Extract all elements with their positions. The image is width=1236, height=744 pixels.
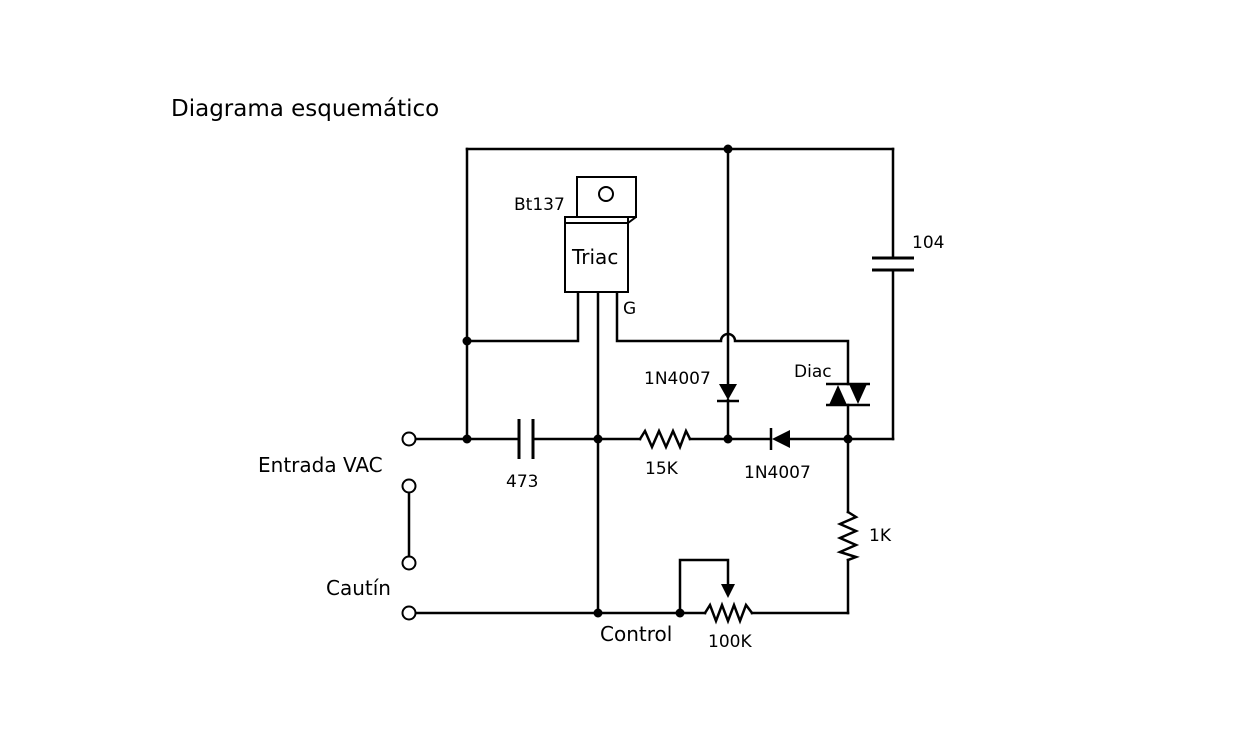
diac [826, 382, 870, 407]
junction-dots [462, 144, 853, 618]
potentiometer-100k-label: 100K [708, 632, 752, 652]
capacitor-104 [872, 256, 914, 272]
page-title: Diagrama esquemático [171, 96, 439, 122]
potentiometer-wiper-arrow [721, 584, 735, 598]
triac-mounting-hole [598, 186, 614, 202]
triac-part-label: Bt137 [514, 195, 565, 215]
terminal-input-1 [401, 431, 417, 447]
triac-body [564, 216, 629, 293]
control-label: Control [600, 622, 672, 646]
diode-vertical-label: 1N4007 [644, 369, 711, 389]
terminal-iron-1 [401, 555, 417, 571]
triac-gate-label: G [623, 299, 636, 319]
capacitor-473 [517, 419, 535, 459]
potentiometer-100k [703, 584, 754, 625]
resistor-1k-label: 1K [869, 526, 892, 546]
capacitor-473-label: 473 [506, 472, 538, 492]
triac-package [564, 176, 637, 293]
triac-name-label: Triac [571, 245, 618, 269]
capacitor-104-label: 104 [912, 233, 944, 253]
terminal-input-2 [401, 478, 417, 494]
diode-horizontal-label: 1N4007 [744, 463, 811, 483]
terminals [401, 431, 417, 621]
iron-terminal-label: Cautín [326, 576, 391, 600]
diode-horizontal [769, 428, 790, 450]
input-terminal-label: Entrada VAC [258, 453, 383, 477]
wires [407, 147, 895, 616]
resistor-1k [836, 510, 860, 562]
resistor-15k [638, 427, 692, 451]
terminal-iron-2 [401, 605, 417, 621]
resistor-15k-label: 15K [645, 459, 679, 479]
diode-vertical [717, 384, 739, 403]
diac-label: Diac [794, 362, 832, 382]
